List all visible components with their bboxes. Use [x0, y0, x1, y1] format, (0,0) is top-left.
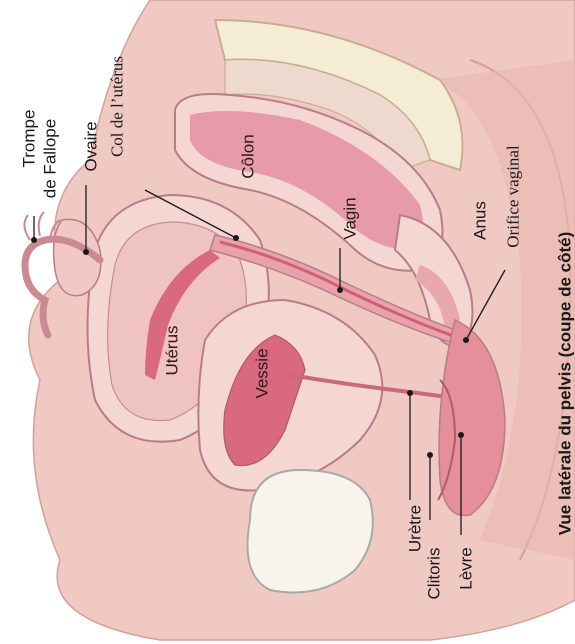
label-trompe-line2: de Fallope [42, 114, 59, 204]
label-uretre: Urètre [407, 494, 424, 564]
label-vessie: Vessie [254, 339, 271, 409]
diagram-title: Vue latérale du pelvis (coupe de côté) [557, 219, 574, 549]
label-levre: Lèvre [458, 539, 475, 599]
label-colon: Côlon [240, 127, 257, 187]
label-uterus: Utérus [164, 316, 181, 386]
label-col: Col de l’utérus [109, 39, 126, 175]
label-trompe-line1: Trompe [21, 104, 38, 174]
label-clitoris: Clitoris [426, 534, 443, 614]
label-orifice: Orifice vaginal [505, 132, 522, 262]
label-anus: Anus [472, 191, 489, 251]
label-vagin: Vagin [342, 189, 359, 249]
label-ovaire: Ovaire [83, 112, 100, 182]
